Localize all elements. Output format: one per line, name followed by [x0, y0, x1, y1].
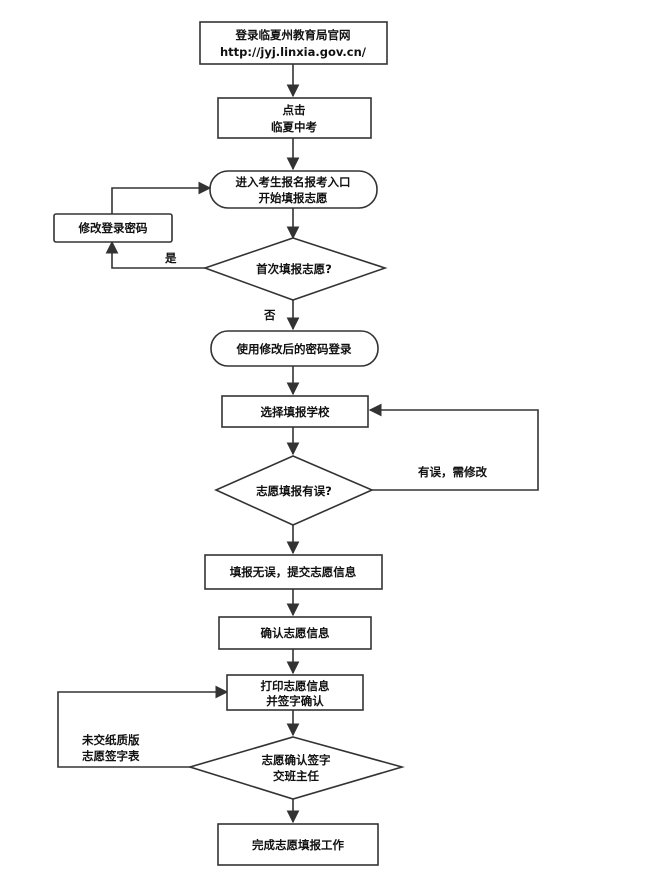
node-first-fill-question: 首次填报志愿?: [202, 237, 388, 301]
node-complete: 完成志愿填报工作: [217, 823, 379, 866]
node-sign-submit-line1: 志愿确认签字: [262, 753, 331, 767]
edge-question-yes-to-modify: [105, 240, 205, 269]
node-select-school-line1: 选择填报学校: [261, 405, 330, 419]
node-enter-portal-line2: 开始填报志愿: [259, 191, 328, 205]
node-error-question: 志愿填报有误?: [214, 455, 374, 526]
edge-label-not-submitted-line1: 未交纸质版: [81, 733, 140, 747]
node-print-sign: 打印志愿信息 并签字确认: [226, 674, 364, 711]
node-login-site: 登录临夏州教育局官网 http://jyj.linxia.gov.cn/: [199, 21, 388, 65]
node-submit-info: 填报无误，提交志愿信息: [204, 554, 383, 590]
node-enter-portal-line1: 进入考生报名报考入口: [236, 175, 351, 189]
node-print-sign-line1: 打印志愿信息: [261, 679, 330, 693]
node-sign-submit: 志愿确认签字 交班主任: [187, 736, 405, 800]
edges: [57, 64, 539, 824]
node-confirm-info: 确认志愿信息: [218, 616, 372, 650]
node-sign-submit-line2: 交班主任: [273, 769, 319, 783]
node-login-modified: 使用修改后的密码登录: [210, 330, 379, 367]
node-enter-portal: 进入考生报名报考入口 开始填报志愿: [209, 170, 378, 209]
node-confirm-info-line1: 确认志愿信息: [261, 626, 330, 640]
edge-label-yes: 是: [164, 251, 177, 265]
node-print-sign-line2: 并签字确认: [266, 694, 324, 708]
edge-label-no: 否: [263, 308, 276, 322]
node-submit-info-line1: 填报无误，提交志愿信息: [230, 565, 357, 579]
edge-sign-back-to-print: [57, 685, 229, 768]
node-select-school: 选择填报学校: [221, 395, 369, 428]
edge-label-has-error: 有误，需修改: [418, 465, 487, 479]
node-login-site-line1: 登录临夏州教育局官网: [235, 28, 351, 42]
node-login-site-line2: http://jyj.linxia.gov.cn/: [220, 45, 367, 59]
node-click-exam: 点击 临夏中考: [217, 97, 372, 139]
node-modify-password-line1: 修改登录密码: [78, 221, 148, 235]
edge-modify-to-portal: [111, 181, 212, 214]
edge-error-back-to-select: [368, 403, 539, 491]
node-modify-password: 修改登录密码: [53, 213, 173, 243]
node-error-question-line1: 志愿填报有误?: [256, 484, 332, 498]
node-click-exam-line2: 临夏中考: [271, 120, 317, 134]
node-complete-line1: 完成志愿填报工作: [252, 838, 344, 852]
edge-label-not-submitted-line2: 志愿签字表: [82, 749, 140, 763]
node-click-exam-line1: 点击: [283, 103, 306, 117]
node-login-modified-line1: 使用修改后的密码登录: [236, 342, 352, 356]
node-first-fill-question-line1: 首次填报志愿?: [256, 262, 332, 276]
